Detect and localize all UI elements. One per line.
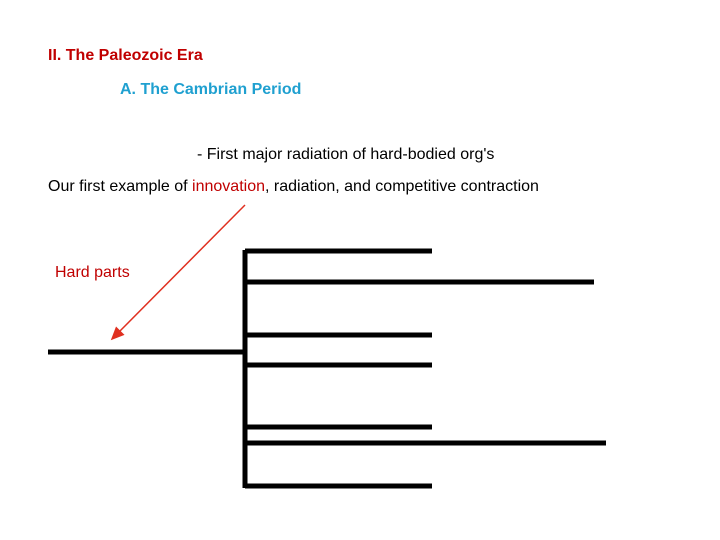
innovation-arrow — [110, 204, 246, 341]
sentence-prefix: Our first example of — [48, 178, 193, 195]
sentence-suffix: , radiation, and competitive contraction — [265, 178, 539, 195]
bullet-point: - First major radiation of hard-bodied o… — [197, 146, 495, 163]
sentence-highlight-innovation: innovation — [192, 178, 265, 195]
slide-subheading: A. The Cambrian Period — [120, 81, 302, 98]
slide-heading: II. The Paleozoic Era — [48, 47, 203, 64]
example-sentence: Our first example of innovation, radiati… — [48, 179, 539, 195]
hard-parts-label: Hard parts — [55, 264, 130, 281]
tree — [48, 248, 606, 489]
